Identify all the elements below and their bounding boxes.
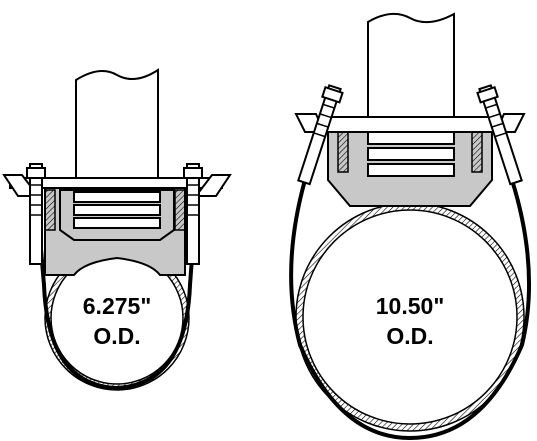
small-size-label: 6.275" (83, 293, 151, 319)
small-left-bolt (26, 163, 46, 265)
large-size-label: 10.50" (376, 293, 444, 319)
large-right-gasket (471, 131, 483, 173)
large-saddle-assembly: 10.50" O.D. (289, 12, 531, 441)
small-pipe (44, 245, 190, 391)
large-outlet-pipe (367, 12, 455, 133)
large-od-label: O.D. (386, 323, 433, 349)
small-right-gasket (174, 189, 186, 231)
small-saddle-assembly: 6.275" O.D. (2, 68, 232, 391)
large-left-gasket (337, 131, 349, 173)
small-left-gasket (44, 189, 56, 231)
small-right-bolt (183, 163, 203, 265)
small-outlet-pipe (75, 68, 159, 191)
large-left-bolt (297, 84, 344, 186)
small-od-label: O.D. (93, 323, 140, 349)
large-top-bar (301, 116, 519, 133)
large-pipe (295, 202, 525, 432)
large-collar (367, 131, 455, 177)
small-collar (59, 189, 175, 241)
large-strap (289, 129, 531, 441)
large-right-bolt (476, 84, 523, 186)
